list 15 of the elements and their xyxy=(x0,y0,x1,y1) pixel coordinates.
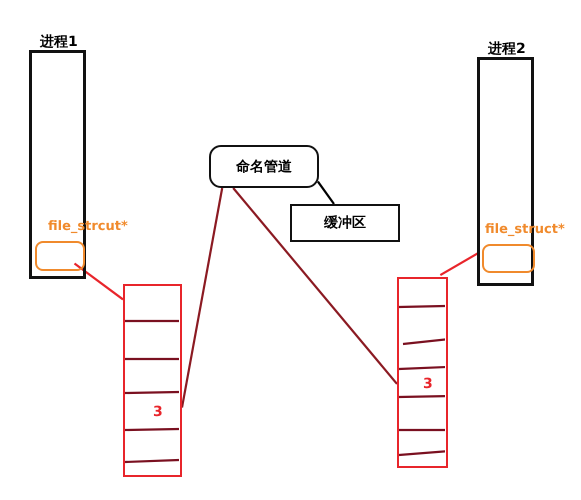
descriptor-number: 3 xyxy=(423,376,433,392)
buffer-box xyxy=(290,204,400,242)
file-descriptor-table xyxy=(397,277,448,468)
named-pipe-box xyxy=(209,145,319,188)
connector-line xyxy=(317,180,335,205)
connector-line xyxy=(232,187,398,385)
process-title: 进程2 xyxy=(488,40,526,58)
pipe-label: 命名管道 xyxy=(236,158,292,176)
connector-line xyxy=(440,252,480,276)
connector-line xyxy=(180,188,224,408)
descriptor-number: 3 xyxy=(153,404,163,420)
process-title: 进程1 xyxy=(40,33,78,51)
file-descriptor-table xyxy=(123,284,182,477)
connector-line xyxy=(74,262,124,300)
buffer-label: 缓冲区 xyxy=(324,214,366,232)
